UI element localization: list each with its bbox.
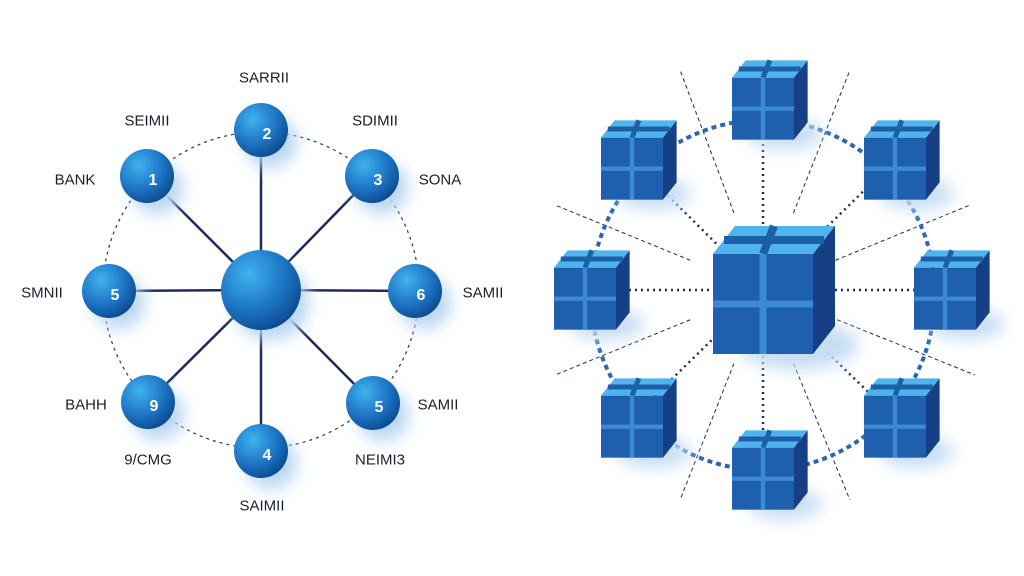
cube-side-face xyxy=(976,250,990,330)
node-number: 4 xyxy=(262,447,272,464)
node-number: 1 xyxy=(148,172,158,189)
server-cube xyxy=(864,119,954,210)
node-number: 9 xyxy=(149,398,159,415)
cube-side-face xyxy=(813,226,835,354)
server-cube xyxy=(732,59,822,150)
node-label: SARRII xyxy=(238,69,290,87)
node-number: 5 xyxy=(374,399,384,416)
radial-dashed-line xyxy=(679,69,735,214)
node-label: SONA xyxy=(418,171,462,189)
radial-dashed-line xyxy=(554,204,691,261)
node-label: BAHH xyxy=(65,396,107,414)
cube-side-face xyxy=(794,60,808,140)
node-circle xyxy=(388,264,442,318)
node-label: BANK xyxy=(54,171,96,189)
radial-dashed-line xyxy=(835,204,971,261)
extra-label: SEIMII xyxy=(124,112,170,130)
node-circle xyxy=(82,264,136,318)
node-circle xyxy=(234,424,288,478)
node-label: SAIMII xyxy=(239,497,285,515)
node-number: 3 xyxy=(373,172,383,189)
node-number: 2 xyxy=(262,126,272,143)
node-circle xyxy=(346,376,400,430)
node-label: SAMII xyxy=(417,396,459,414)
radial-dashed-line xyxy=(554,319,691,376)
server-cube xyxy=(601,377,691,468)
server-cube xyxy=(864,377,954,468)
radial-dashed-line xyxy=(837,319,976,376)
hub-node xyxy=(221,250,301,330)
node-number: 6 xyxy=(416,287,426,304)
radial-dashed-line xyxy=(679,363,735,501)
node-circle xyxy=(234,103,288,157)
cube-side-face xyxy=(926,120,940,200)
cube-side-face xyxy=(663,120,677,200)
node-circle xyxy=(121,375,175,429)
cube-side-face xyxy=(663,378,677,458)
radial-dashed-line xyxy=(792,363,851,501)
server-cube xyxy=(601,119,691,210)
node-circle xyxy=(120,149,174,203)
central-cube xyxy=(713,224,858,370)
radial-dashed-line xyxy=(792,69,851,214)
server-cube xyxy=(732,429,822,520)
cube-side-face xyxy=(926,378,940,458)
server-cube xyxy=(914,249,1004,340)
node-circle xyxy=(345,149,399,203)
extra-label: NEIMI3 xyxy=(354,451,406,469)
node-label: SAMII xyxy=(462,284,504,302)
server-cube xyxy=(554,249,644,340)
cube-side-face xyxy=(794,430,808,510)
node-label: SMNII xyxy=(21,284,63,302)
extra-label: SDIMII xyxy=(352,112,398,130)
node-number: 5 xyxy=(110,287,120,304)
cube-side-face xyxy=(616,250,630,330)
extra-label: 9/CMG xyxy=(124,451,172,469)
